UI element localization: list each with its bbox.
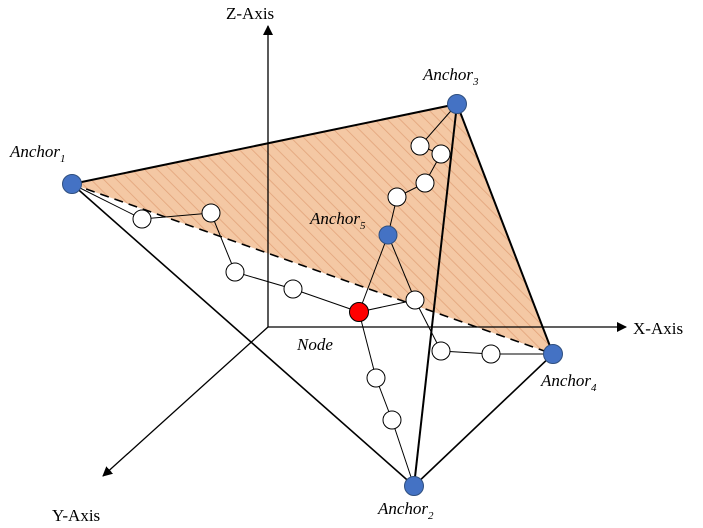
x-axis-label: X-Axis xyxy=(633,319,683,338)
relay-node xyxy=(415,173,435,193)
relay-node xyxy=(382,410,402,430)
anchor-3-label-sub: 3 xyxy=(472,76,479,88)
relay-node xyxy=(283,279,303,299)
relay-node xyxy=(225,262,245,282)
shaded-plane xyxy=(72,104,553,354)
anchor-2-label-sub: 2 xyxy=(428,510,434,522)
edge-anchor2-anchor4 xyxy=(413,353,554,487)
relay-node xyxy=(201,203,221,223)
anchor-5-label-base: Anchor xyxy=(309,209,360,228)
coordinate-axes xyxy=(102,25,627,477)
anchor-1-label-sub: 1 xyxy=(60,153,66,165)
relay-node xyxy=(481,344,501,364)
edge-anchor1-anchor2 xyxy=(71,183,415,487)
anchor-5-label: Anchor5 xyxy=(309,209,366,232)
unknown-node xyxy=(349,302,369,322)
y-axis-label: Y-Axis xyxy=(52,506,100,525)
anchor-2-dot xyxy=(404,476,424,496)
pyramid-edges xyxy=(71,103,554,487)
path-anchor5-node xyxy=(358,234,389,313)
path-node-anchor2 xyxy=(358,311,415,487)
path-relay-anchor4 xyxy=(414,299,553,355)
edge-anchor3-anchor2 xyxy=(413,103,458,487)
relay-node xyxy=(431,341,451,361)
anchor-3-label: Anchor3 xyxy=(422,65,479,88)
anchor-4-label: Anchor4 xyxy=(540,371,597,394)
anchor-5-label-sub: 5 xyxy=(360,220,366,232)
anchor-4-dot xyxy=(543,344,563,364)
relay-nodes xyxy=(132,136,501,430)
node-label: Node xyxy=(296,335,333,354)
anchor-2-label-base: Anchor xyxy=(377,499,428,518)
anchor-3-dot xyxy=(447,94,467,114)
edge-anchor1-anchor4 xyxy=(71,183,554,355)
anchor-2-label: Anchor2 xyxy=(377,499,434,522)
z-axis-label: Z-Axis xyxy=(226,4,274,23)
relay-node xyxy=(132,209,152,229)
anchor-1-dot xyxy=(62,174,82,194)
anchor-4-label-base: Anchor xyxy=(540,371,591,390)
relay-node xyxy=(387,187,407,207)
anchor-1-label-base: Anchor xyxy=(9,142,60,161)
relay-node xyxy=(431,144,451,164)
anchor-3-label-base: Anchor xyxy=(422,65,473,84)
path-anchor1-node xyxy=(71,183,360,313)
anchor-nodes xyxy=(62,94,563,496)
edge-anchor3-anchor4 xyxy=(456,103,554,355)
y-axis-line xyxy=(102,326,269,477)
anchor-5-dot xyxy=(378,225,398,245)
anchor-4-label-sub: 4 xyxy=(591,382,597,394)
relay-node xyxy=(410,136,430,156)
relay-node xyxy=(405,290,425,310)
path-anchor5-relay xyxy=(387,234,416,301)
anchor-1-label: Anchor1 xyxy=(9,142,66,165)
edge-anchor1-anchor3 xyxy=(71,103,458,185)
relay-node xyxy=(366,368,386,388)
